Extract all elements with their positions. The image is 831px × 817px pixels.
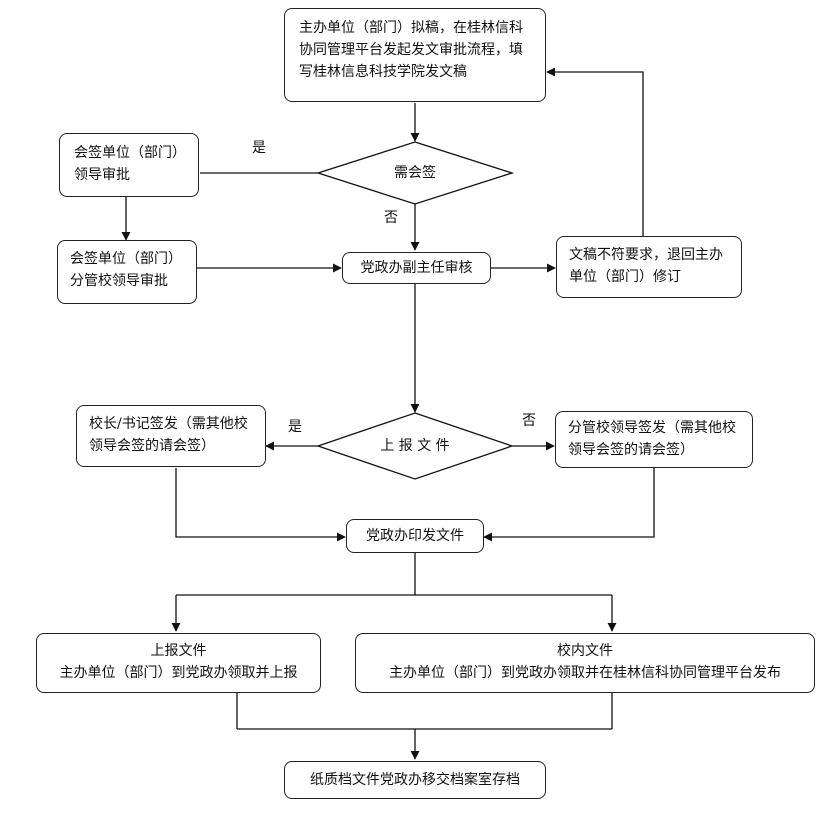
internal-file-body: 主办单位（部门）到党政办领取并在桂林信科协同管理平台发布 (389, 665, 781, 681)
print-issue-box: 党政办印发文件 (346, 519, 484, 553)
vp-sign-box: 分管校领导签发（需其他校领导会签的请会签） (555, 411, 753, 468)
decision-report-diamond (315, 412, 515, 480)
countersign-leader-box: 会签单位（部门）领导审批 (59, 133, 199, 197)
president-sign-text: 校长/书记签发（需其他校领导会签的请会签） (89, 416, 248, 454)
archive-box: 纸质档文件党政办移交档案室存档 (284, 761, 546, 799)
office-review-text: 党政办副主任审核 (360, 260, 473, 276)
external-file-title: 上报文件 (150, 643, 207, 659)
internal-file-title: 校内文件 (557, 643, 613, 659)
archive-text: 纸质档文件党政办移交档案室存档 (310, 772, 520, 788)
return-revise-box: 文稿不符要求，退回主办单位（部门）修订 (556, 236, 742, 298)
label-no-countersign: 否 (384, 210, 398, 226)
draft-step-text: 主办单位（部门）拟稿，在桂林信科协同管理平台发起发文审批流程，填写桂林信息科技学… (299, 20, 523, 80)
external-file-box: 上报文件 主办单位（部门）到党政办领取并上报 (36, 633, 321, 693)
countersign-leader-text: 会签单位（部门）领导审批 (74, 145, 179, 183)
arrow-return-to-draft (546, 67, 644, 236)
office-review-box: 党政办副主任审核 (342, 252, 491, 284)
label-yes-countersign: 是 (252, 140, 266, 156)
label-yes-report: 是 (288, 419, 302, 435)
decision-countersign-text: 需会签 (394, 165, 436, 181)
decision-report-text: 上 报 文 件 (380, 438, 450, 454)
president-sign-box: 校长/书记签发（需其他校领导会签的请会签） (76, 405, 266, 467)
internal-file-box: 校内文件 主办单位（部门）到党政办领取并在桂林信科协同管理平台发布 (355, 633, 815, 693)
draft-step-box: 主办单位（部门）拟稿，在桂林信科协同管理平台发起发文审批流程，填写桂林信息科技学… (284, 8, 546, 102)
return-revise-text: 文稿不符要求，退回主办单位（部门）修订 (569, 247, 723, 285)
arrow-vp-to-print (483, 468, 655, 542)
print-issue-text: 党政办印发文件 (366, 528, 464, 544)
external-file-body: 主办单位（部门）到党政办领取并上报 (59, 665, 298, 681)
countersign-vp-text: 会签单位（部门）分管校领导审批 (70, 251, 182, 289)
vp-sign-text: 分管校领导签发（需其他校领导会签的请会签） (568, 420, 736, 458)
arrow-president-to-print (175, 468, 346, 542)
countersign-vp-box: 会签单位（部门）分管校领导审批 (57, 240, 197, 304)
label-no-report: 否 (522, 413, 536, 429)
